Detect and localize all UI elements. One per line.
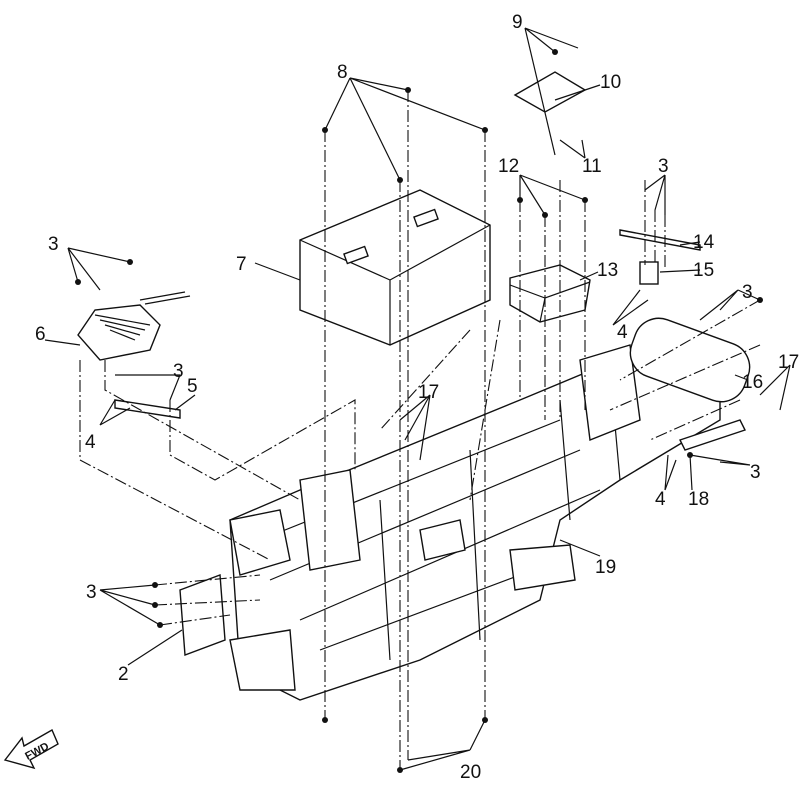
callout-8: 8	[337, 62, 348, 83]
leader-lines	[44, 27, 791, 773]
callout-7: 7	[236, 254, 247, 275]
charger	[77, 291, 191, 361]
callout-2: 2	[118, 664, 129, 685]
callout-16: 16	[742, 372, 763, 393]
connector	[679, 419, 746, 451]
callout-13: 13	[597, 260, 618, 281]
battery-box	[299, 189, 491, 346]
vehicle-frame	[229, 344, 721, 701]
callout-15: 15	[693, 260, 714, 281]
callout-4a: 4	[85, 432, 96, 453]
callout-4b: 4	[617, 322, 628, 343]
controller	[509, 264, 591, 323]
bracket	[513, 71, 587, 113]
callout-18: 18	[688, 489, 709, 510]
clamp	[639, 261, 659, 285]
fwd-arrow-icon: FWD	[3, 729, 59, 770]
callout-3a: 3	[48, 234, 59, 255]
callout-3d: 3	[658, 156, 669, 177]
callout-14: 14	[693, 232, 715, 253]
strap	[619, 229, 701, 251]
callout-11: 11	[582, 156, 602, 177]
callout-12: 12	[498, 156, 519, 177]
callout-5: 5	[187, 376, 198, 397]
callout-3b: 3	[173, 361, 184, 382]
callout-3e: 3	[742, 282, 753, 303]
shield-plate	[179, 574, 226, 656]
callout-17a: 17	[418, 382, 439, 403]
strap-5	[114, 399, 181, 419]
callout-9: 9	[512, 12, 523, 33]
callout-4c: 4	[655, 489, 666, 510]
callout-6: 6	[35, 324, 46, 345]
loop-bracket	[629, 317, 751, 403]
callout-10: 10	[600, 72, 621, 93]
callout-20: 20	[460, 762, 481, 783]
callout-labels: 2 3 3 3 3 3 3 4 4 4 5 6 7 8 9 10 11 12 1…	[35, 12, 799, 783]
alignment-lines	[79, 90, 761, 770]
callout-3f: 3	[750, 462, 761, 483]
callout-3c: 3	[86, 582, 97, 603]
callout-19: 19	[595, 557, 616, 578]
callout-17b: 17	[778, 352, 799, 373]
